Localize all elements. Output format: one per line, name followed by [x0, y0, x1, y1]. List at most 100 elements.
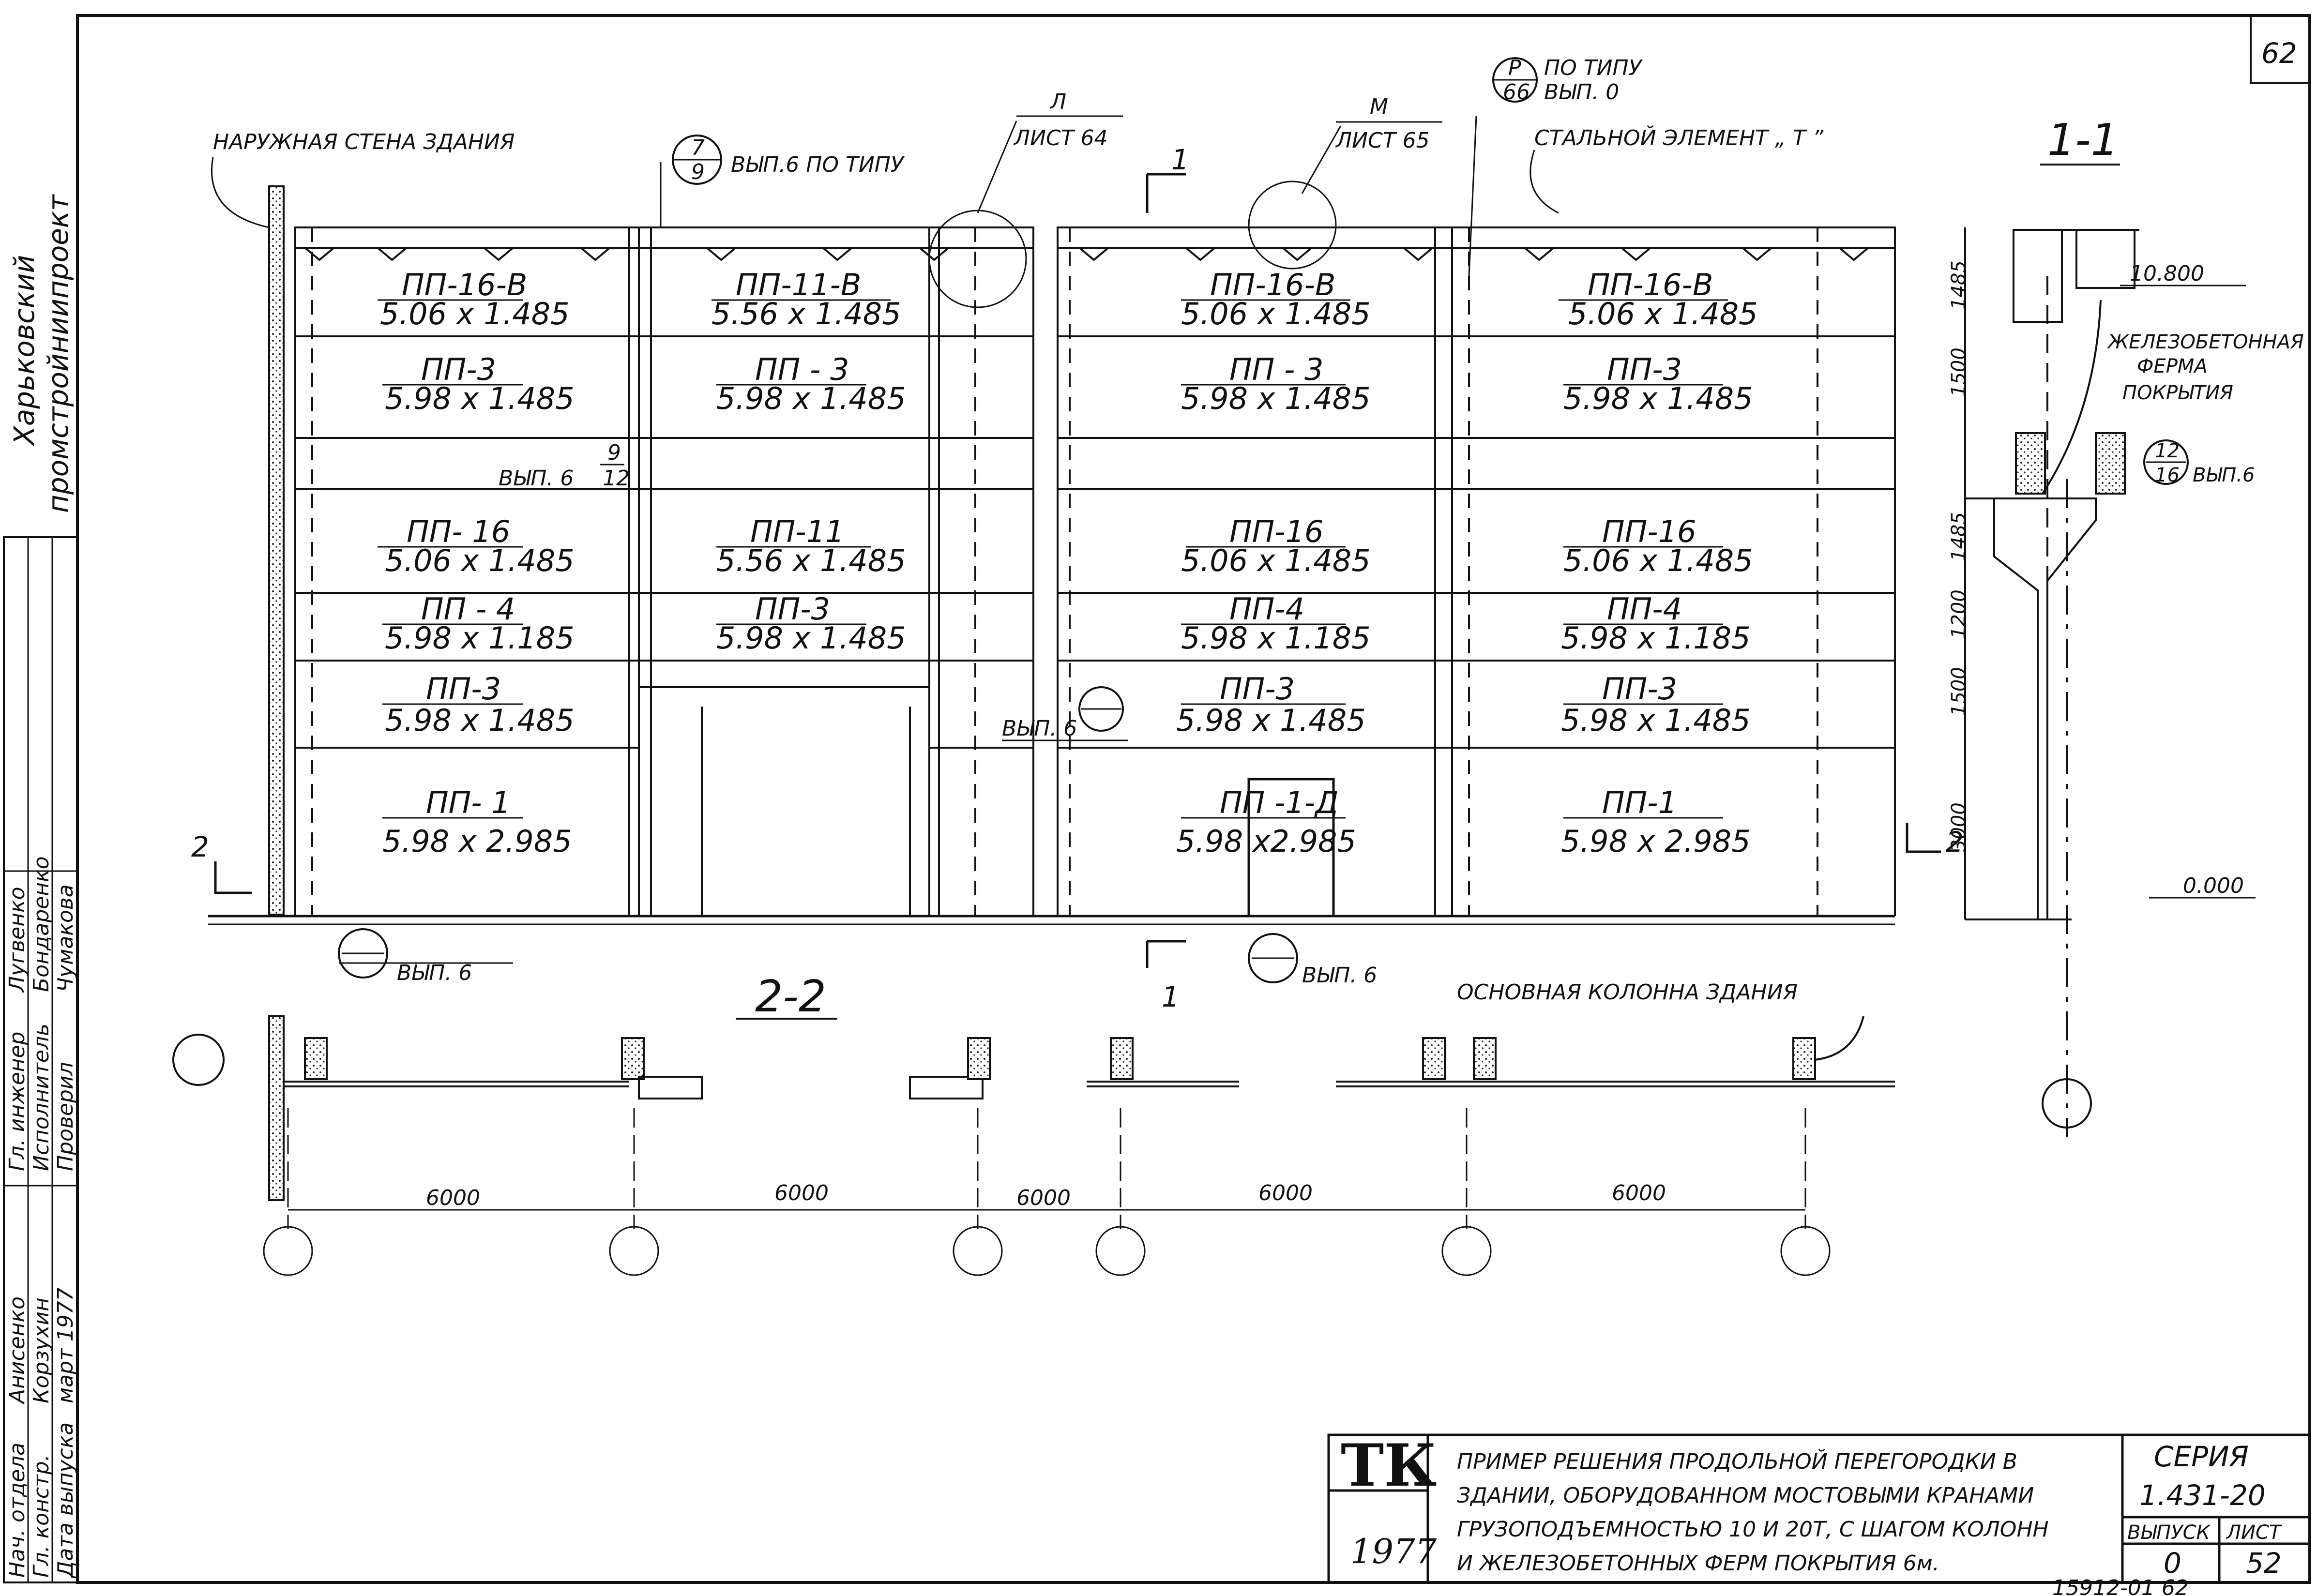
ref-number: 7 [691, 136, 705, 160]
panel-size: 5.98 х 1.485 [385, 703, 575, 738]
ref-p: Р 66 ПО ТИПУ ВЫП. 0 [1468, 56, 1643, 276]
panel-size: 5.98 х 1.185 [1181, 620, 1371, 656]
panel-name: ПП-16-В [402, 267, 527, 302]
title-desc-3: ГРУЗОПОДЪЕМНОСТЬЮ 10 И 20Т, С ШАГОМ КОЛО… [1457, 1517, 2049, 1542]
panel-label: ПП-11 5.56 х 1.485 [716, 514, 906, 578]
steel-element-label: СТАЛЬНОЙ ЭЛЕМЕНТ „ Т ” [1534, 125, 1824, 151]
outer-wall [268, 185, 285, 916]
ref-note: ВЫП. 6 [499, 466, 574, 491]
panel-name: ПП-1 [1602, 785, 1677, 820]
page-number: 62 [2261, 37, 2297, 70]
title-block: ТК 1977 ПРИМЕР РЕШЕНИЯ ПРОДОЛЬНОЙ ПЕРЕГО… [1327, 1431, 2311, 1584]
panel-label: ПП-16 5.06 х 1.485 [1563, 514, 1753, 578]
ref-7-9: 7 9 ВЫП.6 ПО ТИПУ [660, 135, 905, 227]
stamp-row-value-0: Анисенко [5, 1296, 30, 1405]
section-dims: 1485 1500 1485 1200 1500 3000 [1948, 260, 1970, 852]
panel-name: ПП-3 [1220, 671, 1295, 707]
panel-name: ПП - 4 [421, 591, 515, 627]
ref-note: ВЫП. 0 [1544, 80, 1619, 105]
stamp-row-value-2: Лугвенко [5, 887, 30, 993]
panel-label: ПП-3 5.98 х 1.485 [1561, 671, 1751, 738]
panel-name: ПП-4 [1607, 591, 1682, 627]
elevation-top: 10.800 [2130, 261, 2204, 286]
title-desc-1: ПРИМЕР РЕШЕНИЯ ПРОДОЛЬНОЙ ПЕРЕГОРОДКИ В [1457, 1448, 2017, 1474]
cut-label-2-right: 2 [1946, 826, 1964, 858]
dim-3000: 3000 [1948, 802, 1970, 852]
stamp-row-label-0: Нач. отдела [5, 1443, 30, 1578]
series-value: 1.431-20 [2139, 1479, 2266, 1512]
panel-size: 5.98 х 1.185 [1561, 620, 1751, 656]
stamp-row-label-2: Гл. инженер [5, 1032, 30, 1171]
panel-label: ПП-4 5.98 х 1.185 [1561, 591, 1751, 656]
ref-note: ВЫП. 6 [1002, 716, 1077, 741]
panel-label: ПП-3 5.98 х 1.485 [382, 671, 575, 738]
panel-label: ПП - 3 5.98 х 1.485 [1181, 352, 1371, 416]
panel-label: ПП-16-В 5.06 х 1.485 [378, 267, 570, 331]
panel-size: 5.98 х 1.485 [716, 381, 906, 416]
panel-label: ПП-1 5.98 х 2.985 [1561, 785, 1751, 859]
stamp-row-value-1: Корзухин [29, 1297, 54, 1403]
panel-size: 5.98 х 1.485 [716, 620, 906, 656]
ref-sheet: 12 [603, 466, 630, 491]
panel-name: ПП-3 [426, 671, 501, 707]
columns [294, 227, 1896, 916]
ref-note: ВЫП. 6 [1302, 963, 1377, 988]
panel-size: 5.56 х 1.485 [716, 543, 906, 578]
panel-label: ПП-3 5.98 х 1.485 [1563, 352, 1753, 416]
ref-l: Л ЛИСТ 64 [977, 90, 1123, 213]
section-2-2: 2-2 ОСНОВНАЯ КОЛОННА ЗДАНИЯ [172, 971, 1895, 1276]
panel-name: ПП-16-В [1588, 267, 1713, 302]
door-opening [1247, 778, 1335, 918]
stamp-row-label-3: Исполнитель [29, 1024, 54, 1171]
panel-name: ПП -1-Д [1220, 785, 1339, 820]
truss-note-3: ПОКРЫТИЯ [2122, 382, 2233, 404]
panel-label: ПП-3 5.98 х 1.485 [1176, 671, 1366, 738]
span-dim-4: 6000 [1258, 1181, 1313, 1205]
callout-letter: Л [1049, 90, 1066, 114]
cut-label-1-bottom: 1 [1162, 980, 1180, 1013]
issue-label: ВЫПУСК [2127, 1521, 2211, 1544]
truss-note-1: ЖЕЛЕЗОБЕТОННАЯ [2106, 331, 2304, 353]
dim-1500-top: 1500 [1948, 347, 1970, 397]
stamp-row-value-5: март 1977 [53, 1287, 78, 1403]
truss-note-2: ФЕРМА [2137, 355, 2208, 377]
issue-value: 0 [2164, 1547, 2181, 1580]
ref-note: ПО ТИПУ [1544, 56, 1643, 80]
section-title-2-2: 2-2 [755, 971, 826, 1022]
ref-9-12: ВЫП. 6 9 12 [484, 440, 630, 491]
panel-size: 5.06 х 1.485 [1181, 543, 1371, 578]
panel-label: ПП-11-В 5.56 х 1.485 [712, 267, 901, 331]
panel-name: ПП-16 [1229, 514, 1324, 549]
panel-size: 5.98 х 1.485 [1563, 381, 1753, 416]
panel-name: ПП-3 [755, 591, 830, 627]
span-dim-5: 6000 [1612, 1181, 1666, 1205]
ref-number: 9 [607, 440, 621, 465]
stamp-org-line1: Харьковский [8, 255, 41, 447]
stamp-row-label-5: Дата выпуска [53, 1422, 78, 1579]
panel-label: ПП-16-В 5.06 х 1.485 [1181, 267, 1371, 331]
dim-1485-top: 1485 [1948, 260, 1970, 310]
ref-2-1: ВЫП. 6 [1248, 933, 1377, 988]
panel-labels: ПП-16-В 5.06 х 1.485 ПП-11-В 5.56 х 1.48… [378, 267, 1758, 859]
elevation [208, 181, 1896, 925]
panel-size: 5.06 х 1.485 [1568, 296, 1758, 331]
panel-size: 5.98 х 1.485 [1561, 703, 1751, 738]
outer-wall-label: НАРУЖНАЯ СТЕНА ЗДАНИЯ [213, 130, 515, 154]
callout-letter: М [1370, 94, 1388, 119]
panel-label: ПП-16 5.06 х 1.485 [1181, 514, 1371, 578]
cut-label-2-left: 2 [191, 830, 209, 863]
callout-sheet: ЛИСТ 64 [1013, 126, 1108, 151]
ref-note: ВЫП.6 ПО ТИПУ [731, 152, 905, 177]
panel-name: ПП - 3 [1229, 352, 1323, 387]
axis-grid [263, 1108, 1831, 1276]
panel-label: ПП - 4 5.98 х 1.185 [382, 591, 575, 656]
stamp-row-value-3: Бондаренко [29, 856, 54, 992]
main-column-label: ОСНОВНАЯ КОЛОННА ЗДАНИЯ [1457, 980, 1798, 1005]
panel-size: 5.98 х 1.485 [1181, 381, 1371, 416]
dim-1485-mid: 1485 [1948, 512, 1970, 561]
panel-label: ПП- 1 5.98 х 2.985 [382, 785, 572, 859]
panel-label: ПП-3 5.98 х 1.485 [382, 352, 575, 416]
panel-label: ПП- 16 5.06 х 1.485 [378, 514, 575, 578]
side-stamp: Харьковский промстройниипроект Нач. отде… [3, 194, 78, 1583]
